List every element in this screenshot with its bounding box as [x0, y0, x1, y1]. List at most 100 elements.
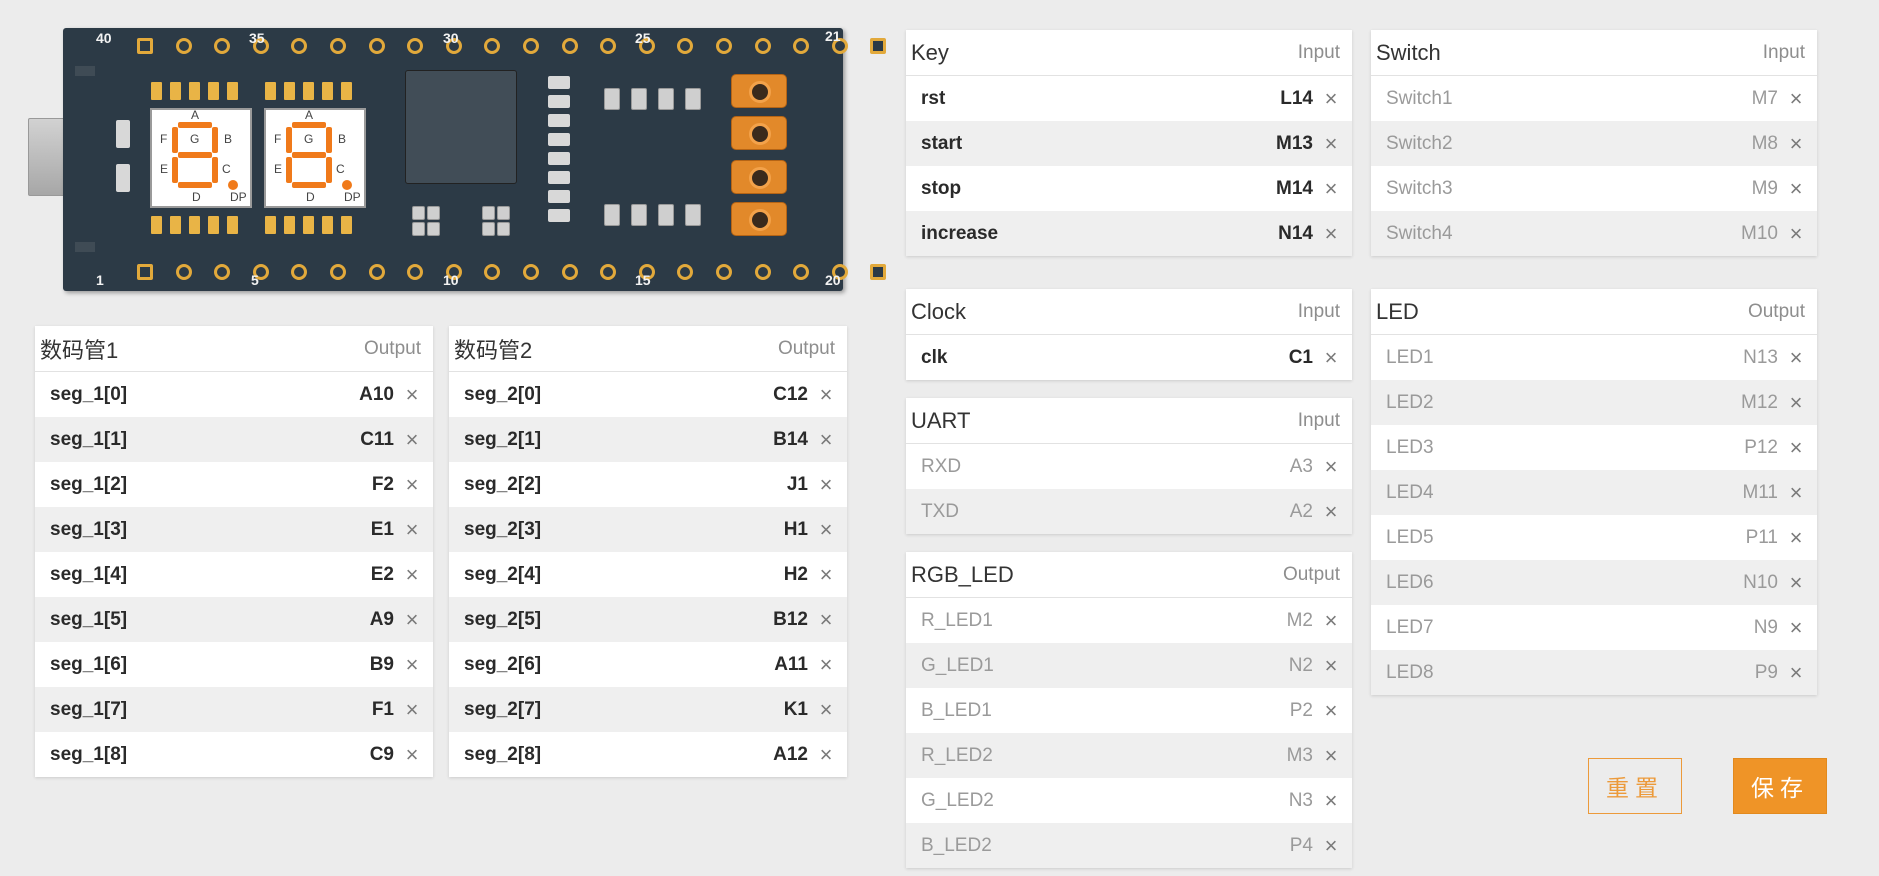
- pin-value[interactable]: A11: [774, 653, 808, 675]
- pin-value[interactable]: P11: [1745, 526, 1778, 548]
- close-icon[interactable]: ×: [405, 741, 419, 767]
- close-icon[interactable]: ×: [405, 651, 419, 677]
- pin-value[interactable]: K1: [783, 698, 808, 720]
- pin-value[interactable]: E1: [370, 518, 394, 540]
- close-icon[interactable]: ×: [1789, 175, 1803, 201]
- close-icon[interactable]: ×: [1324, 742, 1338, 768]
- pin-label-21: 21: [825, 28, 841, 44]
- seg-letter-c: C: [336, 162, 345, 176]
- close-icon[interactable]: ×: [819, 561, 833, 587]
- pin-value[interactable]: N13: [1743, 346, 1778, 368]
- close-icon[interactable]: ×: [1789, 614, 1803, 640]
- header-pin: [638, 264, 655, 280]
- header-pin: [831, 38, 848, 54]
- pin-value[interactable]: M12: [1741, 391, 1778, 413]
- close-icon[interactable]: ×: [1789, 524, 1803, 550]
- close-icon[interactable]: ×: [405, 381, 419, 407]
- close-icon[interactable]: ×: [405, 561, 419, 587]
- pin-value[interactable]: B14: [773, 428, 808, 450]
- close-icon[interactable]: ×: [1789, 130, 1803, 156]
- close-icon[interactable]: ×: [1789, 659, 1803, 685]
- close-icon[interactable]: ×: [1789, 434, 1803, 460]
- close-icon[interactable]: ×: [1789, 389, 1803, 415]
- pin-value[interactable]: N2: [1288, 654, 1313, 676]
- pin-value[interactable]: A3: [1289, 455, 1313, 477]
- close-icon[interactable]: ×: [1324, 85, 1338, 111]
- pin-value[interactable]: A2: [1289, 500, 1313, 522]
- pin-value[interactable]: C1: [1288, 346, 1313, 368]
- pin-value[interactable]: M9: [1751, 177, 1778, 199]
- pin-value[interactable]: B9: [369, 653, 394, 675]
- close-icon[interactable]: ×: [405, 606, 419, 632]
- close-icon[interactable]: ×: [1789, 85, 1803, 111]
- pin-value[interactable]: A9: [369, 608, 394, 630]
- close-icon[interactable]: ×: [1789, 569, 1803, 595]
- close-icon[interactable]: ×: [1324, 697, 1338, 723]
- close-icon[interactable]: ×: [1324, 832, 1338, 858]
- close-icon[interactable]: ×: [819, 516, 833, 542]
- pin-value[interactable]: P9: [1754, 661, 1778, 683]
- close-icon[interactable]: ×: [1324, 220, 1338, 246]
- close-icon[interactable]: ×: [1324, 130, 1338, 156]
- pin-label-5: 5: [251, 272, 259, 288]
- signal-name: G_LED2: [921, 789, 994, 811]
- pin-value[interactable]: M13: [1276, 132, 1313, 154]
- close-icon[interactable]: ×: [819, 426, 833, 452]
- reset-button[interactable]: 重置: [1588, 758, 1682, 814]
- close-icon[interactable]: ×: [1324, 498, 1338, 524]
- pin-value[interactable]: L14: [1280, 87, 1313, 109]
- pin-value[interactable]: M3: [1286, 744, 1313, 766]
- pin-value[interactable]: H1: [783, 518, 808, 540]
- pin-value[interactable]: A10: [359, 383, 394, 405]
- pin-value[interactable]: M11: [1742, 481, 1778, 503]
- pin-value[interactable]: F1: [371, 698, 394, 720]
- pin-value[interactable]: F2: [371, 473, 394, 495]
- close-icon[interactable]: ×: [819, 471, 833, 497]
- signal-name: increase: [921, 222, 999, 244]
- pin-value[interactable]: P2: [1289, 699, 1313, 721]
- pin-value[interactable]: M8: [1751, 132, 1778, 154]
- pin-value[interactable]: M2: [1286, 609, 1313, 631]
- close-icon[interactable]: ×: [819, 381, 833, 407]
- close-icon[interactable]: ×: [405, 471, 419, 497]
- close-icon[interactable]: ×: [1324, 787, 1338, 813]
- close-icon[interactable]: ×: [1789, 479, 1803, 505]
- close-icon[interactable]: ×: [1324, 453, 1338, 479]
- pin-value[interactable]: E2: [370, 563, 394, 585]
- header-pin: [330, 38, 346, 54]
- pin-value[interactable]: C12: [773, 383, 808, 405]
- save-button[interactable]: 保存: [1733, 758, 1827, 814]
- close-icon[interactable]: ×: [1789, 344, 1803, 370]
- pin-value[interactable]: P4: [1289, 834, 1313, 856]
- close-icon[interactable]: ×: [819, 651, 833, 677]
- close-icon[interactable]: ×: [1324, 175, 1338, 201]
- pin-value[interactable]: B12: [773, 608, 808, 630]
- pin-value[interactable]: C9: [369, 743, 394, 765]
- close-icon[interactable]: ×: [819, 606, 833, 632]
- pin-value[interactable]: N9: [1753, 616, 1778, 638]
- close-icon[interactable]: ×: [405, 696, 419, 722]
- close-icon[interactable]: ×: [1324, 607, 1338, 633]
- pin-value[interactable]: N10: [1743, 571, 1778, 593]
- seg-letter-e: E: [160, 162, 169, 176]
- smd-pad: [75, 66, 95, 76]
- pin-value[interactable]: M10: [1741, 222, 1778, 244]
- close-icon[interactable]: ×: [405, 516, 419, 542]
- pin-value[interactable]: C11: [360, 428, 394, 450]
- close-icon[interactable]: ×: [405, 426, 419, 452]
- pin-value[interactable]: A12: [773, 743, 808, 765]
- close-icon[interactable]: ×: [819, 696, 833, 722]
- pin-value[interactable]: P12: [1744, 436, 1778, 458]
- close-icon[interactable]: ×: [1789, 220, 1803, 246]
- pin-value[interactable]: N14: [1278, 222, 1313, 244]
- close-icon[interactable]: ×: [819, 741, 833, 767]
- pin-value[interactable]: M14: [1276, 177, 1313, 199]
- pin-value[interactable]: H2: [783, 563, 808, 585]
- pin-value[interactable]: M7: [1751, 87, 1778, 109]
- close-icon[interactable]: ×: [1324, 344, 1338, 370]
- pin-value[interactable]: J1: [786, 473, 808, 495]
- close-icon[interactable]: ×: [1324, 652, 1338, 678]
- pin-value[interactable]: N3: [1288, 789, 1313, 811]
